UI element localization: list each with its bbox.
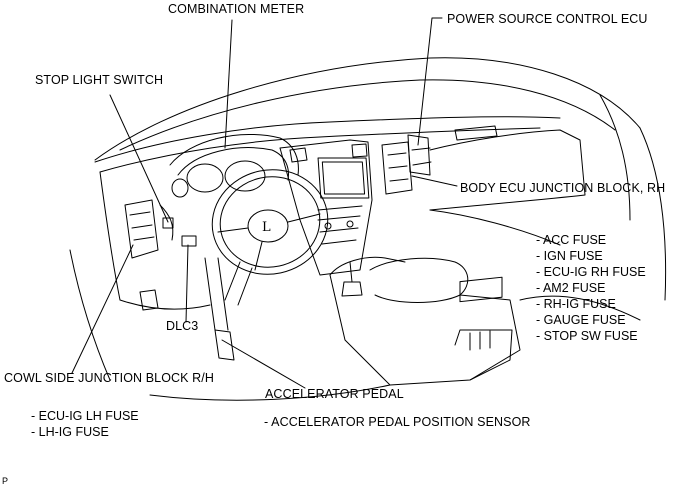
body-ecu-fuse-list: - ACC FUSE - IGN FUSE - ECU-IG RH FUSE -… (536, 232, 646, 344)
dash-top (94, 116, 561, 163)
gauge-left (186, 163, 224, 193)
fuse-item: - ECU-IG RH FUSE (536, 265, 646, 279)
steering-column (224, 261, 253, 306)
leader-dlc3 (185, 244, 189, 323)
knob-left (324, 222, 332, 230)
corner-code: P (2, 476, 9, 486)
brake-pedal (139, 289, 159, 311)
label-dlc3: DLC3 (166, 319, 199, 333)
label-power-source-control-ecu: POWER SOURCE CONTROL ECU (447, 12, 648, 26)
body-ecu-detail (387, 152, 409, 182)
windshield-curve (94, 57, 641, 161)
rear-vent-slats (469, 330, 491, 351)
accelerator-pedal (214, 329, 235, 361)
steering-hub (247, 209, 289, 243)
center-vents (289, 143, 368, 163)
leader-cowl-side (71, 244, 134, 374)
leader-accelerator (221, 339, 306, 389)
shifter (341, 261, 363, 297)
a-pillar-right (599, 94, 631, 221)
dlc3-connector (181, 235, 197, 247)
rear-vent (459, 276, 503, 303)
cowl-side-junction-block (124, 199, 159, 259)
leader-power-source-ecu (417, 17, 443, 146)
center-controls (317, 205, 363, 245)
steering-wheel-outer (211, 169, 329, 275)
leader-body-ecu (411, 175, 458, 187)
fuse-item: - IGN FUSE (536, 249, 603, 263)
body-ecu-bracket (411, 147, 432, 166)
label-body-ecu-junction-block: BODY ECU JUNCTION BLOCK, RH (460, 181, 666, 195)
dash-top-2 (99, 127, 541, 173)
fuse-item: - GAUGE FUSE (536, 313, 626, 327)
knob-right (346, 220, 354, 228)
nav-screen (317, 157, 370, 199)
gauge-small (171, 178, 189, 198)
fuse-item: - LH-IG FUSE (31, 425, 109, 439)
dash-right-lower (429, 209, 561, 246)
right-door-line (639, 127, 667, 301)
leader-stop-light-switch (109, 94, 169, 223)
fuse-item: - STOP SW FUSE (536, 329, 638, 343)
dash-right (429, 129, 586, 211)
gauge-right (224, 160, 266, 192)
dash-left-edge (69, 249, 111, 381)
nav-screen-inner (321, 161, 366, 195)
pedal-area (204, 257, 229, 331)
floor-line (149, 384, 391, 401)
fuse-item: - ACC FUSE (536, 233, 607, 247)
label-cowl-side-junction-block: COWL SIDE JUNCTION BLOCK R/H (4, 371, 214, 385)
windshield-inner (119, 79, 616, 151)
stop-light-switch (162, 217, 174, 229)
cowl-block-detail (129, 211, 155, 241)
steering-wheel-inner (219, 176, 321, 268)
dash-lower-left (99, 171, 121, 301)
console-rear (454, 329, 513, 381)
label-accelerator-pedal-sensor: - ACCELERATOR PEDAL POSITION SENSOR (264, 415, 531, 429)
steering-spoke-right (287, 213, 321, 223)
console-top (329, 256, 406, 276)
center-stack (279, 139, 373, 276)
cowl-side-fuse-list: - ECU-IG LH FUSE - LH-IG FUSE (31, 408, 139, 440)
steering-spoke-down (254, 241, 263, 271)
steering-spoke-left (217, 227, 249, 233)
dash-right-vent (454, 125, 498, 141)
label-stop-light-switch: STOP LIGHT SWITCH (35, 73, 164, 87)
meter-hood-inner (177, 147, 289, 181)
wire-harness-left (159, 204, 174, 241)
seat-edge (519, 295, 641, 321)
leader-combination-meter (224, 19, 233, 149)
meter-hood (169, 133, 299, 176)
body-ecu-junction-block (381, 141, 413, 195)
power-source-ecu (407, 134, 431, 176)
label-accelerator-pedal: ACCELERATOR PEDAL (265, 387, 404, 401)
steering-logo: L (262, 220, 271, 235)
lower-dash-left (119, 299, 211, 310)
fuse-item: - AM2 FUSE (536, 281, 606, 295)
console-armrest (369, 257, 469, 303)
label-combination-meter: COMBINATION METER (168, 2, 305, 16)
fuse-item: - RH-IG FUSE (536, 297, 616, 311)
fuse-item: - ECU-IG LH FUSE (31, 409, 139, 423)
